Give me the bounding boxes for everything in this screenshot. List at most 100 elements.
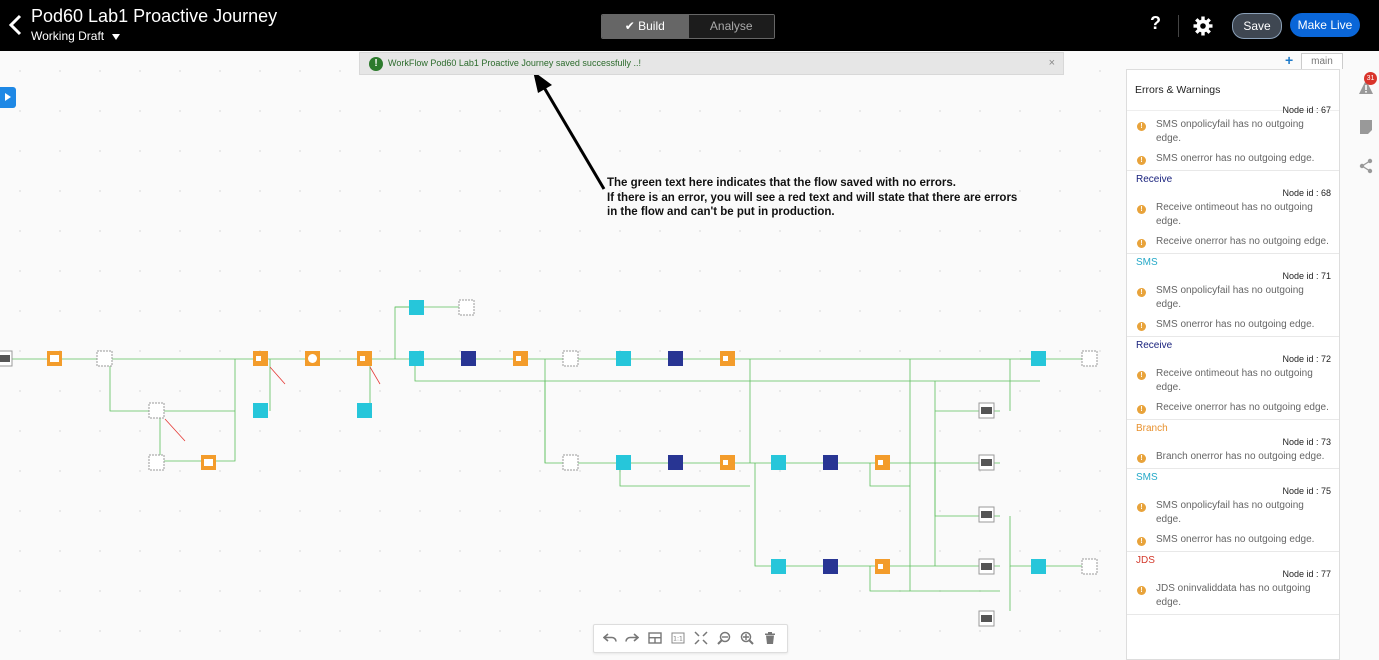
add-tab-icon[interactable]: +: [1285, 52, 1294, 68]
jds-node-icon[interactable]: [978, 454, 995, 471]
warning-item[interactable]: !Receive onerror has no outgoing edge.: [1127, 233, 1339, 253]
sms-node-icon[interactable]: [356, 402, 373, 419]
node-id: Node id : 67: [1282, 105, 1331, 115]
tab-main[interactable]: main: [1301, 53, 1343, 69]
annotation-line: The green text here indicates that the f…: [607, 177, 956, 189]
sms-node-icon[interactable]: [770, 454, 787, 471]
node-type-label: JDS: [1136, 555, 1155, 566]
receive-node-icon[interactable]: [460, 350, 477, 367]
warning-dot-icon: !: [1137, 288, 1146, 297]
warning-text: Receive onerror has no outgoing edge.: [1156, 402, 1329, 413]
flow-canvas[interactable]: [0, 51, 1126, 660]
sms-node-icon[interactable]: [615, 454, 632, 471]
node-id: Node id : 68: [1282, 188, 1331, 198]
actual-size-icon[interactable]: 1:1: [671, 631, 685, 645]
jds-node-icon[interactable]: [978, 506, 995, 523]
redo-icon[interactable]: [625, 631, 639, 645]
expand-palette-button[interactable]: [0, 87, 16, 108]
node-type-label: Branch: [1136, 423, 1168, 434]
warning-item[interactable]: !SMS onerror has no outgoing edge.: [1127, 150, 1339, 170]
warning-dot-icon: !: [1137, 156, 1146, 165]
receive-node-icon[interactable]: [667, 350, 684, 367]
annotation-line: If there is an error, you will see a red…: [607, 191, 1018, 204]
save-button[interactable]: Save: [1232, 13, 1282, 39]
jds-node-icon[interactable]: [562, 454, 579, 471]
warning-item[interactable]: !Receive ontimeout has no outgoing edge.: [1127, 199, 1339, 233]
wait-node-icon[interactable]: [304, 350, 321, 367]
warning-item[interactable]: !SMS onpolicyfail has no outgoing edge.: [1127, 497, 1339, 531]
zoom-out-icon[interactable]: [717, 631, 731, 645]
warning-text: SMS onpolicyfail has no outgoing edge.: [1156, 285, 1304, 310]
warning-dot-icon: !: [1137, 371, 1146, 380]
receive-node-icon[interactable]: [822, 454, 839, 471]
layout-icon[interactable]: [648, 631, 662, 645]
sms-node-icon[interactable]: [252, 402, 269, 419]
jds-check-node-icon[interactable]: [96, 350, 113, 367]
node-type-label: Receive: [1136, 174, 1173, 185]
warning-dot-icon: !: [1137, 454, 1146, 463]
divider: [1178, 15, 1179, 37]
gear-icon[interactable]: [1193, 16, 1213, 36]
warning-text: Receive ontimeout has no outgoing edge.: [1156, 368, 1313, 393]
warning-text: JDS oninvaliddata has no outgoing edge.: [1156, 583, 1311, 608]
branch-node-icon[interactable]: [874, 454, 891, 471]
branch-node-icon[interactable]: [512, 350, 529, 367]
jds-node-icon[interactable]: [148, 454, 165, 471]
branch-node-icon[interactable]: [252, 350, 269, 367]
right-rail: [1345, 69, 1379, 660]
jds-node-icon[interactable]: [1081, 350, 1098, 367]
branch-node-icon[interactable]: [719, 350, 736, 367]
help-icon[interactable]: ?: [1150, 13, 1161, 33]
sms-node-icon[interactable]: [408, 299, 425, 316]
branch-node-icon[interactable]: [874, 558, 891, 575]
fit-to-screen-icon[interactable]: [694, 631, 708, 645]
http-node-icon[interactable]: [46, 350, 63, 367]
jds-node-icon[interactable]: [1081, 558, 1098, 575]
notes-icon[interactable]: [1358, 119, 1374, 135]
jds-node-icon[interactable]: [562, 350, 579, 367]
warning-item[interactable]: ! SMS onpolicyfail has no outgoing edge.: [1127, 282, 1339, 316]
jds-node-icon[interactable]: [458, 299, 475, 316]
undo-icon[interactable]: [603, 631, 617, 645]
share-icon[interactable]: [1358, 158, 1374, 174]
sms-node-icon[interactable]: [408, 350, 425, 367]
back-arrow-icon[interactable]: [8, 14, 24, 36]
close-icon[interactable]: ×: [1048, 57, 1055, 69]
tab-build[interactable]: ✔ Build: [602, 15, 688, 38]
zoom-in-icon[interactable]: [740, 631, 754, 645]
jds-node-icon[interactable]: [978, 402, 995, 419]
warning-dot-icon: !: [1137, 405, 1146, 414]
receive-node-icon[interactable]: [822, 558, 839, 575]
warning-text: Branch onerror has no outgoing edge.: [1156, 451, 1325, 462]
version-dropdown[interactable]: Working Draft: [31, 28, 121, 44]
http-node-icon[interactable]: [200, 454, 217, 471]
make-live-button[interactable]: Make Live: [1290, 13, 1360, 37]
warning-icon[interactable]: [1358, 79, 1374, 95]
sms-node-icon[interactable]: [770, 558, 787, 575]
sms-node-icon[interactable]: [1030, 350, 1047, 367]
trash-icon[interactable]: [763, 631, 777, 645]
warning-item[interactable]: ! Receive onerror has no outgoing edge.: [1127, 399, 1339, 419]
sms-node-icon[interactable]: [615, 350, 632, 367]
branch-node-icon[interactable]: [356, 350, 373, 367]
sms-node-icon[interactable]: [1030, 558, 1047, 575]
jds-node-icon[interactable]: [148, 402, 165, 419]
warning-item[interactable]: ! Receive ontimeout has no outgoing edge.: [1127, 365, 1339, 399]
warning-item[interactable]: !SMS onerror has no outgoing edge.: [1127, 531, 1339, 551]
warning-item[interactable]: !SMS onpolicyfail has no outgoing edge.: [1127, 116, 1339, 150]
branch-node-icon[interactable]: [719, 454, 736, 471]
node-id: Node id : 73: [1282, 437, 1331, 447]
error-list: Node id : 67! SMS onpolicyfail has no out…: [1127, 105, 1339, 615]
warning-item[interactable]: !JDS oninvaliddata has no outgoing edge.: [1127, 580, 1339, 614]
jds-node-icon[interactable]: [0, 350, 13, 367]
save-success-toast: ! WorkFlow Pod60 Lab1 Proactive Journey …: [359, 52, 1064, 75]
warning-item[interactable]: ! Branch onerror has no outgoing edge.: [1127, 448, 1339, 468]
receive-node-icon[interactable]: [667, 454, 684, 471]
tab-analyse[interactable]: Analyse: [687, 15, 774, 38]
warning-item[interactable]: !SMS onerror has no outgoing edge.: [1127, 316, 1339, 336]
jds-node-icon[interactable]: [978, 610, 995, 627]
jds-node-icon[interactable]: [978, 558, 995, 575]
